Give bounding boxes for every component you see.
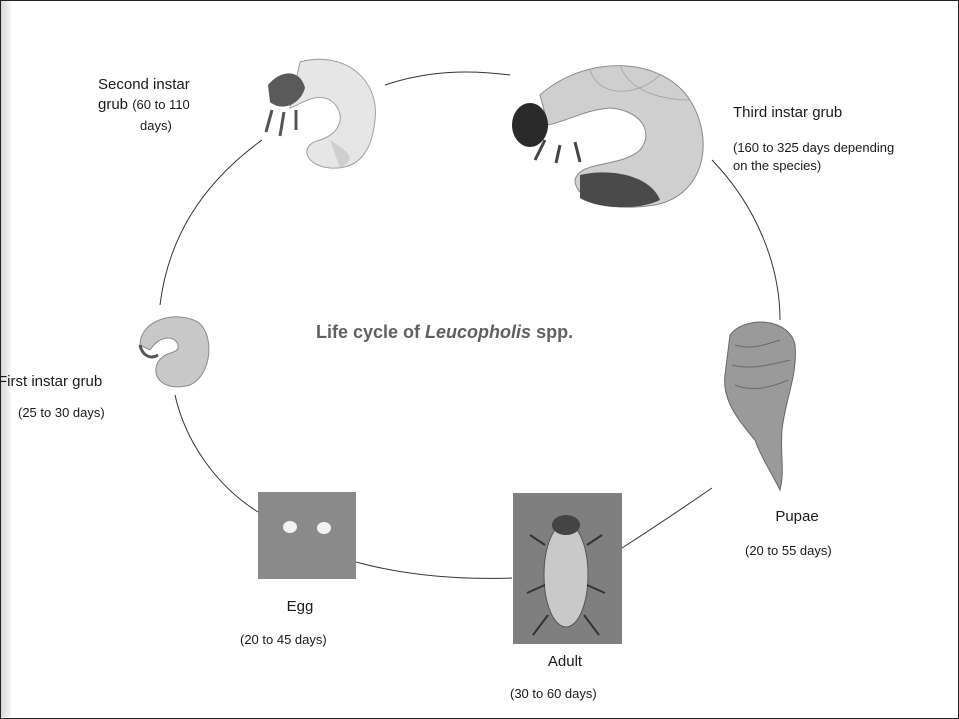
cycle-arc-first-to-second (160, 140, 262, 305)
second-instar-label-line2: grub (60 to 110 (98, 95, 190, 114)
first-instar-grub-photo (140, 317, 209, 387)
egg-photo (258, 492, 356, 579)
adult-label: Adult (520, 652, 610, 671)
third-instar-grub-photo (512, 65, 703, 207)
egg-duration: (20 to 45 days) (240, 630, 327, 649)
first-instar-label: First instar grub (0, 372, 102, 391)
third-instar-label: Third instar grub (733, 103, 842, 122)
cycle-arc-second-to-third (385, 72, 510, 85)
second-instar-label-line1: Second instar (98, 75, 190, 94)
third-instar-duration-line1: (160 to 325 days depending (733, 138, 894, 157)
second-instar-duration: days) (140, 116, 172, 135)
pupae-label: Pupae (757, 507, 837, 526)
cycle-arc-egg-to-first (175, 395, 258, 512)
cycle-arc-adult-to-egg (356, 562, 512, 578)
cycle-arc-pupae-to-adult (622, 488, 712, 548)
adult-duration: (30 to 60 days) (510, 684, 597, 703)
second-instar-grub-photo (266, 59, 375, 168)
diagram-title: Life cycle of Leucopholis spp. (316, 322, 573, 343)
third-instar-duration-line2: on the species) (733, 156, 821, 175)
pupa-photo (725, 322, 796, 490)
first-instar-duration: (25 to 30 days) (18, 403, 105, 422)
adult-photo (513, 493, 622, 644)
cycle-arc-third-to-pupae (712, 160, 780, 320)
pupae-duration: (20 to 55 days) (745, 541, 832, 560)
egg-label: Egg (255, 597, 345, 616)
